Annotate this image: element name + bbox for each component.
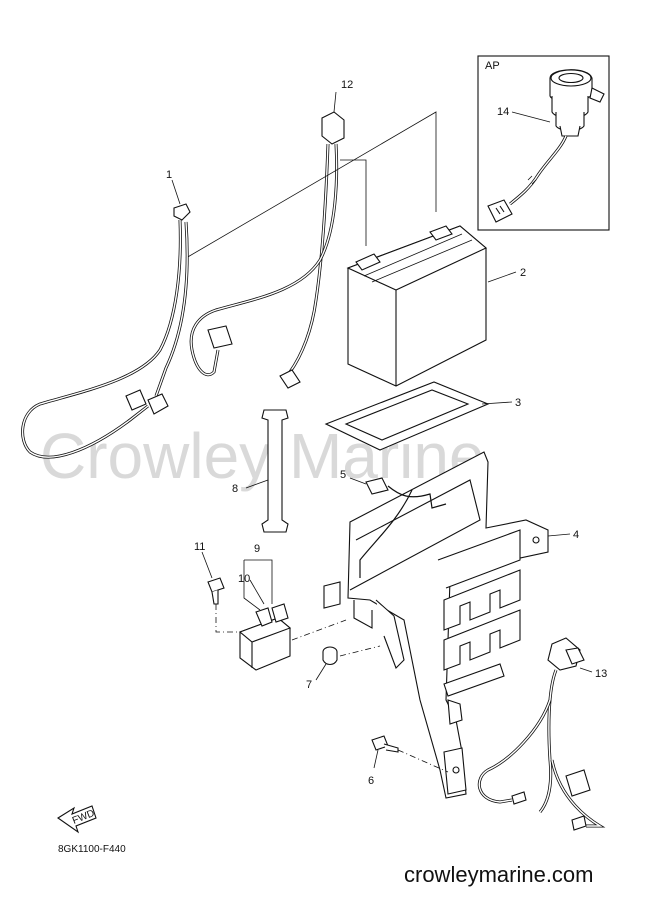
callout-4: 4 xyxy=(573,529,579,541)
callout-13: 13 xyxy=(595,668,607,680)
part-8-battery-band[interactable] xyxy=(261,409,289,533)
callout-3: 3 xyxy=(515,397,521,409)
callout-10: 10 xyxy=(238,573,250,585)
part-13-sub-wire-harness[interactable] xyxy=(477,637,606,831)
part-7-collar[interactable] xyxy=(322,646,338,666)
routing-lines xyxy=(185,111,437,259)
part-4-mounted-wire xyxy=(359,485,447,578)
part-4-battery-bracket[interactable] xyxy=(323,451,549,799)
part-5-clamp[interactable] xyxy=(365,477,389,495)
callout-6: 6 xyxy=(368,775,374,787)
callout-14: 14 xyxy=(497,106,509,118)
part-10-starter-relay[interactable] xyxy=(238,603,292,671)
fwd-arrow-icon: FWD xyxy=(57,805,97,834)
part-14-connector xyxy=(487,199,513,223)
part-11-bolt[interactable] xyxy=(207,577,225,605)
part-2-battery[interactable] xyxy=(346,225,488,387)
callout-2: 2 xyxy=(520,267,526,279)
callout-5: 5 xyxy=(340,469,346,481)
callout-12: 12 xyxy=(341,79,353,91)
callout-7: 7 xyxy=(306,679,312,691)
part-12-battery-lead-wire[interactable] xyxy=(189,111,345,389)
part-1-negative-lead-wire[interactable] xyxy=(21,203,191,459)
callout-11: 11 xyxy=(194,541,205,553)
callout-8: 8 xyxy=(232,483,238,495)
part-14-accessory-socket[interactable] xyxy=(549,69,605,137)
inset-ap-box: AP 14 xyxy=(477,55,610,231)
part-14-lead-wire xyxy=(509,135,568,206)
fwd-label: FWD xyxy=(71,808,96,827)
part-6-bolt[interactable] xyxy=(371,735,399,753)
website-text[interactable]: crowleymarine.com xyxy=(404,862,594,887)
callout-9: 9 xyxy=(254,543,260,555)
inset-label: AP xyxy=(485,60,500,72)
callout-1: 1 xyxy=(166,169,172,181)
diagram-code: 8GK1100-F440 xyxy=(58,844,126,855)
